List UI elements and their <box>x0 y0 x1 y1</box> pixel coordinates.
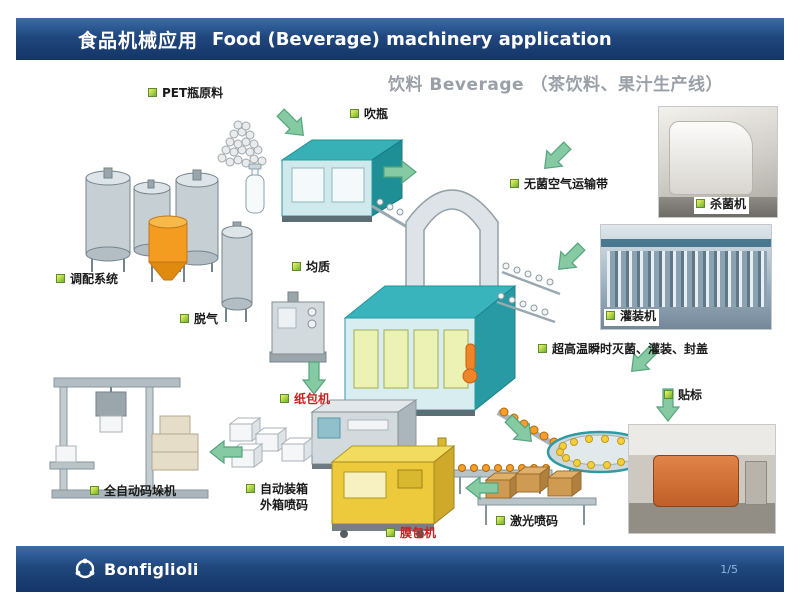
label-pet-material: PET瓶原料 <box>148 86 223 102</box>
label-palletizer: 全自动码垛机 <box>90 484 176 500</box>
bullet-icon <box>292 262 301 271</box>
sterilizer-machine <box>669 121 753 195</box>
diagram-subtitle: 饮料 Beverage （茶饮料、果汁生产线） <box>388 75 723 95</box>
bullet-icon <box>496 516 505 525</box>
label-degasser: 脱气 <box>180 312 218 328</box>
slide-header: 食品机械应用 Food (Beverage) machinery applica… <box>16 18 784 60</box>
flow-arrow <box>272 104 312 144</box>
flow-arrow <box>550 238 590 278</box>
bullet-icon <box>280 394 289 403</box>
page-title-en: Food (Beverage) machinery application <box>212 28 612 50</box>
blow-molding-machine <box>280 139 413 232</box>
bullet-icon <box>246 484 255 493</box>
filling-machine-frame <box>601 239 771 247</box>
label-auto-boxing: 自动装箱 外箱喷码 <box>246 482 308 513</box>
filling-machine <box>607 251 767 307</box>
pet-bottle-icon <box>245 163 265 214</box>
filling-machine-photo <box>600 224 772 330</box>
bullet-icon <box>696 199 705 208</box>
bullet-icon <box>538 344 547 353</box>
label-film-wrapper: 膜包机 <box>386 526 436 542</box>
film-wrapping-machine <box>330 437 456 538</box>
label-blending-system: 调配系统 <box>56 272 118 288</box>
bullet-icon <box>510 179 519 188</box>
brand-name: Bonfiglioli <box>104 559 199 579</box>
label-paper-packer: 纸包机 <box>280 392 330 408</box>
bullet-icon <box>180 314 189 323</box>
bonfiglioli-logo-icon <box>75 558 95 579</box>
bullet-icon <box>56 274 65 283</box>
label-homogenizer: 均质 <box>292 260 330 276</box>
blending-tanks <box>85 167 219 282</box>
bullet-icon <box>90 486 99 495</box>
labeler-photo <box>628 424 776 534</box>
label-sterile-air-conveyor: 无菌空气运输带 <box>510 177 608 193</box>
bullet-icon <box>148 88 157 97</box>
palletizer-machine <box>49 377 209 499</box>
bullet-icon <box>386 528 395 537</box>
slide-footer: Bonfiglioli 1/5 <box>16 546 784 592</box>
degassing-tank <box>221 221 253 322</box>
label-uht-filling-capping: 超高温瞬时灭菌、灌装、封盖 <box>538 342 708 358</box>
caption-sterilizer: 杀菌机 <box>694 197 750 214</box>
label-laser-coder: 激光喷码 <box>496 514 558 530</box>
page-number: 1/5 <box>720 562 738 576</box>
mixing-tank-orange <box>147 215 189 282</box>
homogenizer-machine <box>269 291 327 363</box>
carton-boxes <box>228 417 314 468</box>
caption-filling-machine: 灌装机 <box>604 309 660 326</box>
label-blow-molding: 吹瓶 <box>350 107 388 123</box>
bullet-icon <box>664 390 673 399</box>
flow-arrow <box>302 361 326 395</box>
bottle-conveyor-rows <box>496 262 561 324</box>
bullet-icon <box>606 311 615 320</box>
labeler-column <box>745 461 767 505</box>
label-labeling: 贴标 <box>664 388 702 404</box>
flow-arrow <box>536 137 576 177</box>
page-title-zh: 食品机械应用 <box>78 29 199 52</box>
pet-pellets <box>217 120 267 168</box>
labeler-machine <box>653 455 739 507</box>
uht-tunnel-building <box>343 284 517 416</box>
bullet-icon <box>350 109 359 118</box>
